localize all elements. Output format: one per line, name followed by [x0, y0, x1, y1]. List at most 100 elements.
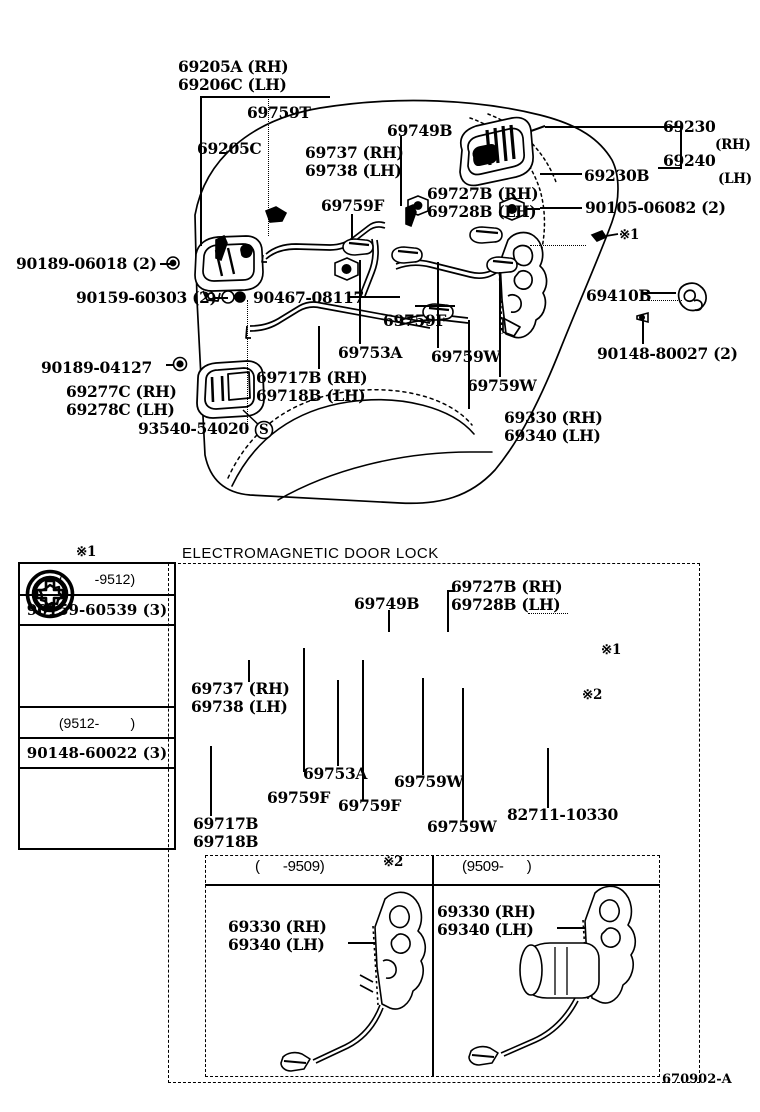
leader-lower-69753a: [337, 680, 339, 766]
leader-69753a: [359, 260, 361, 344]
variant-left-header: ( -9509): [255, 858, 325, 875]
label-69205c: 69205C: [197, 139, 262, 158]
label-lower-69759w-1: 69759W: [394, 772, 464, 791]
leader-variant-right: [557, 927, 593, 929]
label-69205a-rh: 69205A (RH): [178, 57, 289, 76]
label-lower-69738-lh: 69738 (LH): [191, 697, 288, 716]
label-69749b: 69749B: [387, 121, 453, 140]
leader-lower-69759w-1: [422, 678, 424, 775]
variant-right-69340: 69340 (LH): [437, 920, 534, 939]
label-lower-69727b-rh: 69727B (RH): [451, 577, 563, 596]
leader-90105: [540, 207, 582, 209]
label-82711-10330: 82711-10330: [507, 805, 618, 824]
label-69278c-lh: 69278C (LH): [66, 400, 175, 419]
leader-lower-mark1-dash: [528, 613, 568, 614]
label-69759t: 69759T: [247, 103, 311, 122]
variant-right-69330: 69330 (RH): [437, 902, 536, 921]
label-mark1-upper: ※1: [619, 227, 640, 243]
label-69206c-lh: 69206C (LH): [178, 75, 287, 94]
leader-69749b: [400, 136, 402, 206]
label-lower-mark2: ※2: [582, 687, 603, 703]
leader-lower-69759w-2: [462, 688, 464, 822]
leader-handle-dotted: [247, 300, 248, 428]
label-90148-80027: 90148-80027 (2): [597, 344, 738, 363]
leader-lower-69717b: [210, 746, 212, 816]
label-69728b-lh: 69728B (LH): [427, 202, 537, 221]
leader-69410b: [642, 292, 676, 294]
variant-left-69330: 69330 (RH): [228, 917, 327, 936]
label-lower-69717b: 69717B: [193, 814, 259, 833]
label-lower-69728b-lh: 69728B (LH): [451, 595, 561, 614]
label-69240: 69240: [663, 151, 716, 170]
variant-box-header-rule: [205, 884, 660, 886]
label-69410b: 69410B: [586, 286, 652, 305]
label-69759w-2: 69759W: [467, 376, 537, 395]
leader-striker-dash: [648, 300, 682, 301]
side-table: ( -9512) 90159-60539 (3) (9512- ) 90148-…: [18, 562, 176, 850]
side-table-header: ※1: [76, 544, 97, 560]
variant-artwork: [280, 885, 637, 1072]
label-90189-04127: 90189-04127: [41, 358, 152, 377]
variant-right-header: (9509- ): [462, 858, 532, 875]
leader-69205c: [268, 96, 269, 236]
leader-90189-04127: [166, 364, 174, 366]
label-69759f-upper: 69759F: [321, 196, 385, 215]
side-table-range-2: (9512- ): [20, 708, 174, 739]
label-lower-69718b: 69718B: [193, 832, 259, 851]
label-69230: 69230: [663, 117, 716, 136]
label-lower-69759f-2: 69759F: [338, 796, 402, 815]
leader-90148-80027: [642, 318, 644, 344]
label-lower-69759w-2: 69759W: [427, 817, 497, 836]
leader-69230-bracket: [680, 126, 682, 168]
leader-90189-06018: [160, 263, 172, 265]
label-90159-60303: 90159-60303 (2): [76, 288, 217, 307]
leader-lower-69749b: [388, 610, 390, 632]
label-90467-08117: 90467-08117: [253, 288, 364, 307]
side-table-part-2: 90148-60022 (3): [20, 739, 174, 769]
section-title: ELECTROMAGNETIC DOOR LOCK: [182, 545, 439, 562]
label-mark2-box-ref: ※2: [383, 854, 404, 870]
side-table-range-1: ( -9512): [20, 564, 174, 596]
label-lower-69753a: 69753A: [303, 764, 368, 783]
leader-69205a: [200, 96, 330, 98]
label-93540-54020: 93540-54020: [138, 419, 249, 438]
leader-69717b: [318, 326, 320, 369]
label-90105-06082: 90105-06082 (2): [585, 198, 726, 217]
leader-mark1-dotted: [530, 245, 586, 246]
label-lower-mark1: ※1: [601, 642, 622, 658]
label-69240-lh: (LH): [718, 171, 752, 187]
label-69230-rh: (RH): [715, 137, 751, 153]
leader-lower-69727b-v: [447, 590, 449, 632]
leader-lower-69727b-h: [447, 590, 455, 592]
lower-diagram-boundary: [168, 563, 700, 1083]
leader-90159-60303: [214, 297, 228, 299]
label-69277c-rh: 69277C (RH): [66, 382, 177, 401]
label-69330-rh: 69330 (RH): [504, 408, 603, 427]
variant-box-divider: [432, 855, 434, 1077]
label-90189-06018: 90189-06018 (2): [16, 254, 157, 273]
label-69340-lh: 69340 (LH): [504, 426, 601, 445]
leader-variant-left: [348, 942, 392, 944]
leader-69759f-lower: [415, 305, 455, 307]
variant-left-69340: 69340 (LH): [228, 935, 325, 954]
leader-69330: [468, 320, 470, 409]
label-69230b: 69230B: [584, 166, 650, 185]
label-69759w-1: 69759W: [431, 347, 501, 366]
leader-lower-69737: [248, 660, 250, 682]
leader-69240-arm: [658, 167, 682, 169]
label-69759f-lower: 69759F: [383, 311, 447, 330]
label-69717b-rh: 69717B (RH): [256, 368, 368, 387]
leader-69759w-2: [499, 272, 501, 377]
label-69737-rh: 69737 (RH): [305, 143, 404, 162]
leader-69230-top: [545, 126, 681, 128]
label-69718b-lh: 69718B (LH): [256, 386, 366, 405]
leader-lower-69759f-2: [362, 660, 364, 800]
leader-69230b: [540, 173, 582, 175]
label-69738-lh: 69738 (LH): [305, 161, 402, 180]
leader-82711: [547, 748, 549, 808]
leader-69205a-v: [200, 96, 202, 246]
torx-screw-icon: [20, 570, 174, 848]
label-69753a: 69753A: [338, 343, 403, 362]
leader-lower-69759f-1: [303, 648, 305, 772]
